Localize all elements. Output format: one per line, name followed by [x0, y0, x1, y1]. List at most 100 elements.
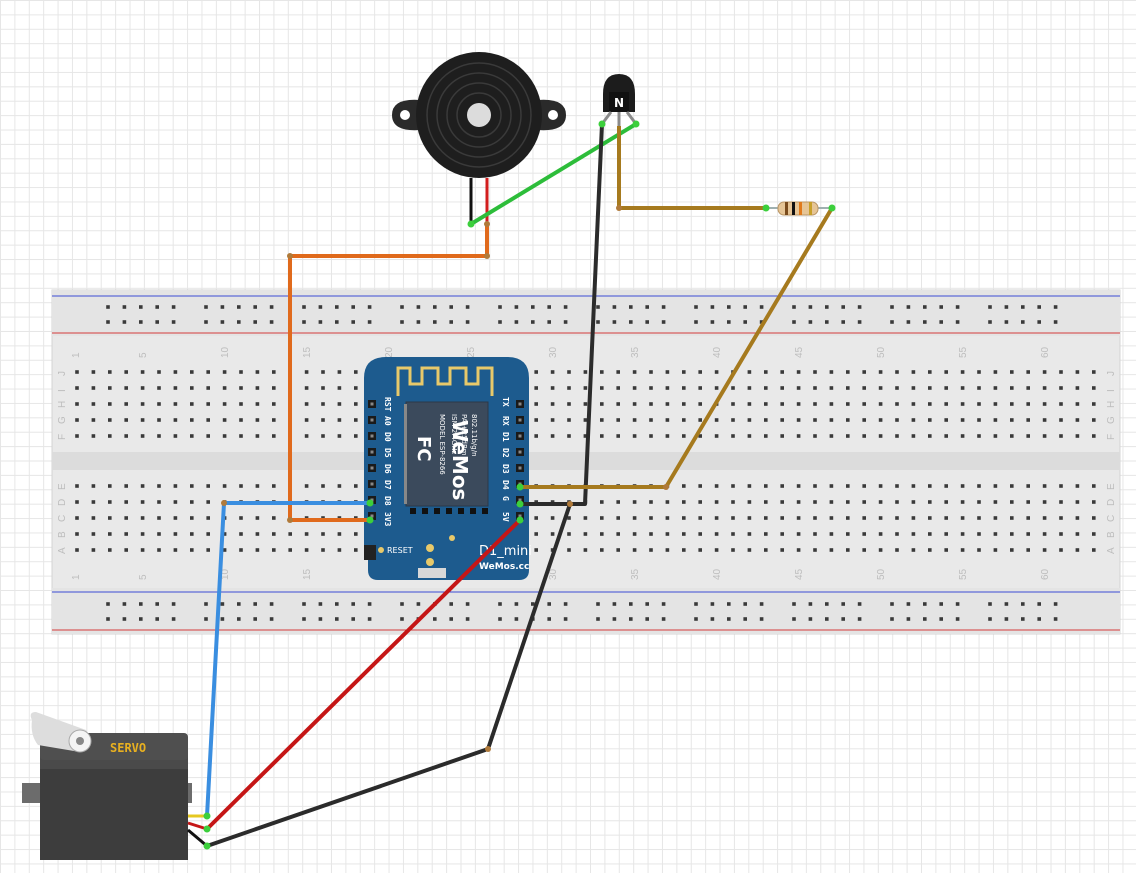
breadboard-hole[interactable]: [698, 418, 702, 422]
breadboard-hole[interactable]: [1042, 418, 1047, 422]
breadboard-hole[interactable]: [960, 370, 965, 374]
breadboard-hole[interactable]: [465, 617, 470, 621]
breadboard-hole[interactable]: [367, 602, 372, 606]
breadboard-hole[interactable]: [155, 320, 159, 324]
breadboard-hole[interactable]: [335, 602, 339, 606]
breadboard-hole[interactable]: [698, 484, 702, 488]
breadboard-hole[interactable]: [1053, 305, 1058, 309]
breadboard-hole[interactable]: [1092, 370, 1096, 374]
breadboard-hole[interactable]: [1092, 548, 1096, 552]
breadboard-hole[interactable]: [1042, 386, 1047, 390]
breadboard-hole[interactable]: [318, 320, 323, 324]
breadboard-hole[interactable]: [321, 370, 325, 374]
breadboard-hole[interactable]: [255, 370, 260, 374]
breadboard-hole[interactable]: [304, 418, 309, 422]
breadboard-hole[interactable]: [1037, 602, 1041, 606]
breadboard-hole[interactable]: [272, 434, 276, 438]
breadboard-hole[interactable]: [632, 500, 637, 504]
breadboard-hole[interactable]: [846, 516, 850, 520]
breadboard-hole[interactable]: [911, 484, 916, 488]
breadboard-hole[interactable]: [629, 617, 633, 621]
breadboard-hole[interactable]: [351, 617, 355, 621]
breadboard-hole[interactable]: [829, 370, 834, 374]
breadboard-hole[interactable]: [764, 386, 768, 390]
breadboard-hole[interactable]: [895, 418, 899, 422]
breadboard-hole[interactable]: [237, 320, 241, 324]
breadboard-hole[interactable]: [550, 516, 555, 520]
breadboard-hole[interactable]: [400, 602, 404, 606]
breadboard-hole[interactable]: [567, 516, 571, 520]
breadboard-hole[interactable]: [829, 500, 834, 504]
breadboard-hole[interactable]: [993, 386, 998, 390]
breadboard-hole[interactable]: [567, 532, 571, 536]
black-wire-gnd[interactable]: [520, 123, 604, 506]
breadboard-hole[interactable]: [1075, 434, 1080, 438]
breadboard-hole[interactable]: [911, 434, 916, 438]
breadboard-hole[interactable]: [796, 370, 801, 374]
breadboard-hole[interactable]: [173, 370, 178, 374]
breadboard-hole[interactable]: [960, 386, 965, 390]
breadboard-hole[interactable]: [239, 434, 243, 438]
breadboard-hole[interactable]: [939, 617, 943, 621]
breadboard-hole[interactable]: [780, 548, 784, 552]
breadboard-hole[interactable]: [351, 602, 355, 606]
breadboard-hole[interactable]: [351, 305, 355, 309]
breadboard-hole[interactable]: [550, 370, 555, 374]
breadboard-hole[interactable]: [465, 305, 470, 309]
breadboard-hole[interactable]: [808, 602, 813, 606]
breadboard-hole[interactable]: [796, 434, 801, 438]
breadboard-hole[interactable]: [714, 418, 719, 422]
npn-transistor[interactable]: N: [600, 74, 638, 126]
breadboard-hole[interactable]: [682, 516, 686, 520]
breadboard-hole[interactable]: [514, 320, 519, 324]
breadboard-hole[interactable]: [629, 320, 633, 324]
breadboard-hole[interactable]: [222, 418, 227, 422]
breadboard-hole[interactable]: [563, 602, 568, 606]
breadboard-hole[interactable]: [731, 386, 735, 390]
breadboard-hole[interactable]: [204, 617, 208, 621]
breadboard-hole[interactable]: [222, 484, 227, 488]
breadboard-hole[interactable]: [841, 320, 845, 324]
breadboard-hole[interactable]: [255, 516, 260, 520]
breadboard-hole[interactable]: [645, 602, 649, 606]
breadboard-hole[interactable]: [534, 418, 538, 422]
breadboard-hole[interactable]: [1026, 516, 1030, 520]
breadboard-hole[interactable]: [792, 320, 796, 324]
breadboard-hole[interactable]: [122, 320, 127, 324]
breadboard-hole[interactable]: [890, 617, 894, 621]
breadboard-hole[interactable]: [140, 434, 145, 438]
breadboard-hole[interactable]: [665, 434, 670, 438]
breadboard-hole[interactable]: [878, 402, 883, 406]
breadboard-hole[interactable]: [661, 305, 666, 309]
breadboard-hole[interactable]: [878, 370, 883, 374]
breadboard-hole[interactable]: [465, 602, 470, 606]
breadboard-hole[interactable]: [846, 370, 850, 374]
breadboard-hole[interactable]: [731, 548, 735, 552]
breadboard-hole[interactable]: [825, 320, 829, 324]
breadboard-hole[interactable]: [567, 418, 571, 422]
breadboard-hole[interactable]: [206, 370, 210, 374]
breadboard-hole[interactable]: [698, 500, 702, 504]
breadboard-hole[interactable]: [514, 305, 519, 309]
breadboard-hole[interactable]: [498, 617, 502, 621]
breadboard-hole[interactable]: [354, 434, 358, 438]
breadboard-hole[interactable]: [792, 617, 796, 621]
breadboard-hole[interactable]: [190, 386, 194, 390]
green-wire[interactable]: [469, 122, 638, 226]
breadboard-hole[interactable]: [206, 548, 210, 552]
breadboard-hole[interactable]: [862, 370, 866, 374]
breadboard-hole[interactable]: [288, 532, 292, 536]
breadboard-hole[interactable]: [1092, 516, 1096, 520]
breadboard-hole[interactable]: [928, 548, 932, 552]
breadboard-hole[interactable]: [928, 370, 932, 374]
breadboard-hole[interactable]: [567, 548, 571, 552]
breadboard-hole[interactable]: [140, 484, 145, 488]
breadboard-hole[interactable]: [222, 434, 227, 438]
breadboard-hole[interactable]: [616, 370, 620, 374]
breadboard-hole[interactable]: [1010, 418, 1014, 422]
breadboard-hole[interactable]: [354, 532, 358, 536]
breadboard-hole[interactable]: [649, 532, 653, 536]
breadboard-hole[interactable]: [665, 370, 670, 374]
breadboard-hole[interactable]: [682, 532, 686, 536]
breadboard-hole[interactable]: [547, 602, 551, 606]
